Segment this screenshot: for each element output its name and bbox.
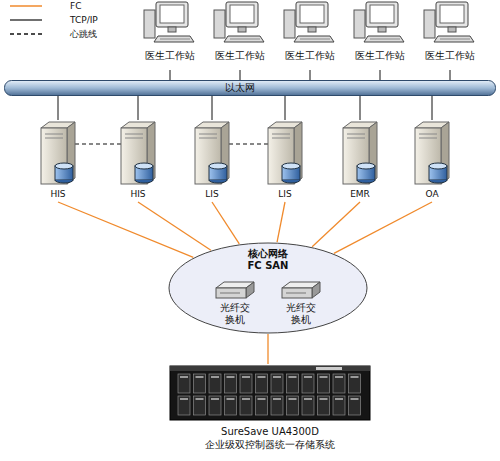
server-icon: [407, 120, 457, 190]
workstation-icon: [208, 0, 272, 46]
fiber-switch: 光纤交 换机: [276, 280, 326, 330]
server: OA: [407, 120, 457, 208]
node-label: 医生工作站: [348, 50, 412, 62]
connector: [267, 334, 268, 364]
connector: [138, 202, 211, 250]
node-label: 光纤交 换机: [218, 302, 252, 326]
connector: [212, 202, 239, 244]
node-label: 企业级双控制器统一存储系统: [166, 439, 374, 451]
node-label: HIS: [113, 188, 163, 200]
legend-label: TCP/IP: [70, 15, 98, 26]
fiber-switch: 光纤交 换机: [210, 280, 260, 330]
connector: [212, 96, 213, 120]
connector: [75, 143, 121, 144]
connector: [58, 202, 193, 257]
server-icon: [33, 120, 83, 190]
server-icon: [260, 120, 310, 190]
connector: [334, 202, 432, 253]
server: HIS: [113, 120, 163, 208]
workstation: 医生工作站: [418, 0, 482, 70]
legend-label: 心跳线: [70, 29, 97, 40]
switch-icon: [210, 280, 260, 302]
connector: [310, 70, 311, 80]
fc-san-core: 核心网络 FC SAN 光纤交 换机 光纤交 换机: [168, 242, 368, 334]
connector: [432, 96, 433, 120]
node-label: 医生工作站: [418, 50, 482, 62]
node-label: HIS: [33, 188, 83, 200]
node-label: 光纤交 换机: [284, 302, 318, 326]
workstation-icon: [348, 0, 412, 46]
node-label: 医生工作站: [208, 50, 272, 62]
legend-label: FC: [70, 1, 81, 12]
server: HIS: [33, 120, 83, 208]
node-label: LIS: [260, 188, 310, 200]
node-label: EMR: [335, 188, 385, 200]
server: LIS: [187, 120, 237, 208]
workstation: 医生工作站: [278, 0, 342, 70]
connector: [277, 202, 285, 242]
connector: [58, 96, 59, 120]
workstation: 医生工作站: [138, 0, 202, 70]
node-label: OA: [407, 188, 457, 200]
connector: [170, 70, 171, 80]
connector: [380, 70, 381, 80]
node-label: 医生工作站: [278, 50, 342, 62]
node-label: 核心网络 FC SAN: [240, 248, 296, 272]
connector: [138, 96, 139, 120]
node-label: 以太网: [0, 82, 496, 94]
tcp-sample: [10, 19, 42, 20]
ethernet-bus: 以太网: [4, 80, 496, 96]
node-label: SureSave UA4300D: [166, 426, 374, 438]
workstation-icon: [138, 0, 202, 46]
connector: [229, 143, 268, 144]
node-label: 医生工作站: [138, 50, 202, 62]
server: EMR: [335, 120, 385, 208]
server-icon: [187, 120, 237, 190]
storage-array-icon: [166, 364, 374, 422]
workstation: 医生工作站: [208, 0, 272, 70]
workstation: 医生工作站: [348, 0, 412, 70]
legend-samples: [0, 0, 60, 44]
workstation-icon: [418, 0, 482, 46]
connector: [285, 96, 286, 120]
storage-system: SureSave UA4300D企业级双控制器统一存储系统: [166, 364, 374, 460]
server: LIS: [260, 120, 310, 208]
fc-sample: [10, 5, 42, 7]
workstation-icon: [278, 0, 342, 46]
server-icon: [335, 120, 385, 190]
switch-icon: [276, 280, 326, 302]
connector: [360, 96, 361, 120]
node-label: LIS: [187, 188, 237, 200]
heartbeat-sample: [10, 33, 42, 35]
connector: [312, 202, 360, 247]
connector: [240, 70, 241, 80]
connector: [450, 70, 451, 80]
server-icon: [113, 120, 163, 190]
